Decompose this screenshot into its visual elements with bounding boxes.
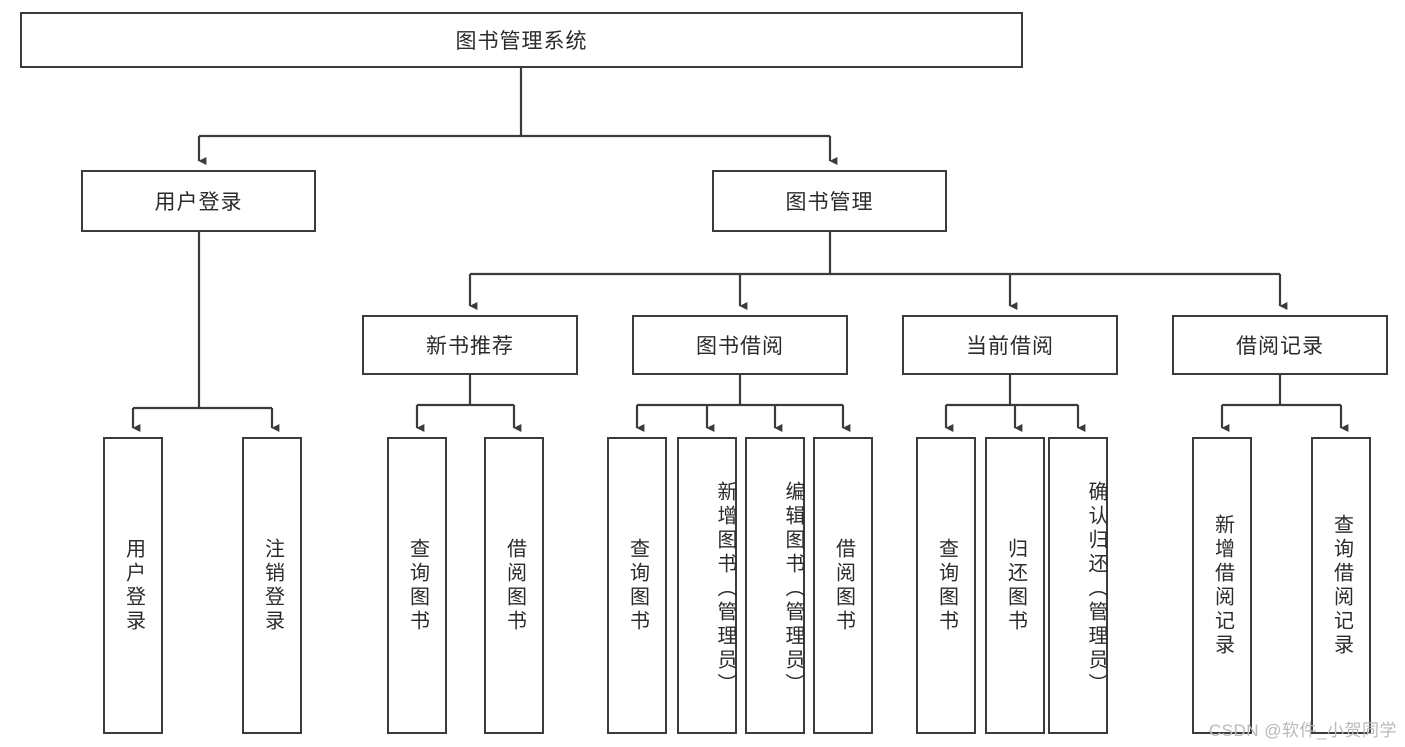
- leaf-edit-book-admin[interactable]: 编辑图书（管理员）: [745, 437, 805, 734]
- node-book-borrow[interactable]: 图书借阅: [632, 315, 848, 375]
- node-label: 图书管理: [785, 191, 874, 214]
- leaf-borrow-book-recommend[interactable]: 借阅图书: [484, 437, 544, 734]
- node-current-borrow[interactable]: 当前借阅: [902, 315, 1118, 375]
- node-label: 查询图书: [626, 537, 649, 634]
- node-book-management[interactable]: 图书管理: [712, 170, 947, 232]
- node-label: 借阅图书: [503, 537, 526, 634]
- node-label: 新书推荐: [426, 335, 514, 358]
- leaf-return-book[interactable]: 归还图书: [985, 437, 1045, 734]
- node-label: 图书借阅: [696, 335, 784, 358]
- leaf-confirm-return-admin[interactable]: 确认归还（管理员）: [1048, 437, 1108, 734]
- node-label: 查询图书: [406, 537, 429, 634]
- node-label: 图书管理系统: [455, 30, 588, 53]
- node-label: 借阅记录: [1236, 335, 1324, 358]
- leaf-query-book-borrow[interactable]: 查询图书: [607, 437, 667, 734]
- node-label: 新增图书（管理员）: [714, 480, 736, 697]
- leaf-logout-login[interactable]: 注销登录: [242, 437, 302, 734]
- leaf-query-borrow-record[interactable]: 查询借阅记录: [1311, 437, 1371, 734]
- leaf-borrow-book[interactable]: 借阅图书: [813, 437, 873, 734]
- node-label: 借阅图书: [832, 537, 855, 634]
- node-label: 编辑图书（管理员）: [782, 480, 804, 697]
- node-label: 归还图书: [1004, 537, 1027, 634]
- node-book-management-system[interactable]: 图书管理系统: [20, 12, 1023, 68]
- leaf-add-borrow-record[interactable]: 新增借阅记录: [1192, 437, 1252, 734]
- leaf-user-login[interactable]: 用户登录: [103, 437, 163, 734]
- node-new-book-recommend[interactable]: 新书推荐: [362, 315, 578, 375]
- node-borrow-record[interactable]: 借阅记录: [1172, 315, 1388, 375]
- node-label: 查询借阅记录: [1330, 513, 1353, 658]
- node-label: 用户登录: [122, 537, 145, 634]
- leaf-query-book-current[interactable]: 查询图书: [916, 437, 976, 734]
- csdn-watermark: CSDN @软件_小贺同学: [1208, 721, 1397, 740]
- leaf-add-book-admin[interactable]: 新增图书（管理员）: [677, 437, 737, 734]
- node-label: 新增借阅记录: [1211, 513, 1234, 658]
- node-label: 用户登录: [154, 191, 243, 214]
- node-label: 注销登录: [261, 537, 284, 634]
- node-label: 当前借阅: [966, 335, 1054, 358]
- node-label: 确认归还（管理员）: [1085, 480, 1107, 697]
- leaf-query-book-recommend[interactable]: 查询图书: [387, 437, 447, 734]
- node-user-login[interactable]: 用户登录: [81, 170, 316, 232]
- node-label: 查询图书: [935, 537, 958, 634]
